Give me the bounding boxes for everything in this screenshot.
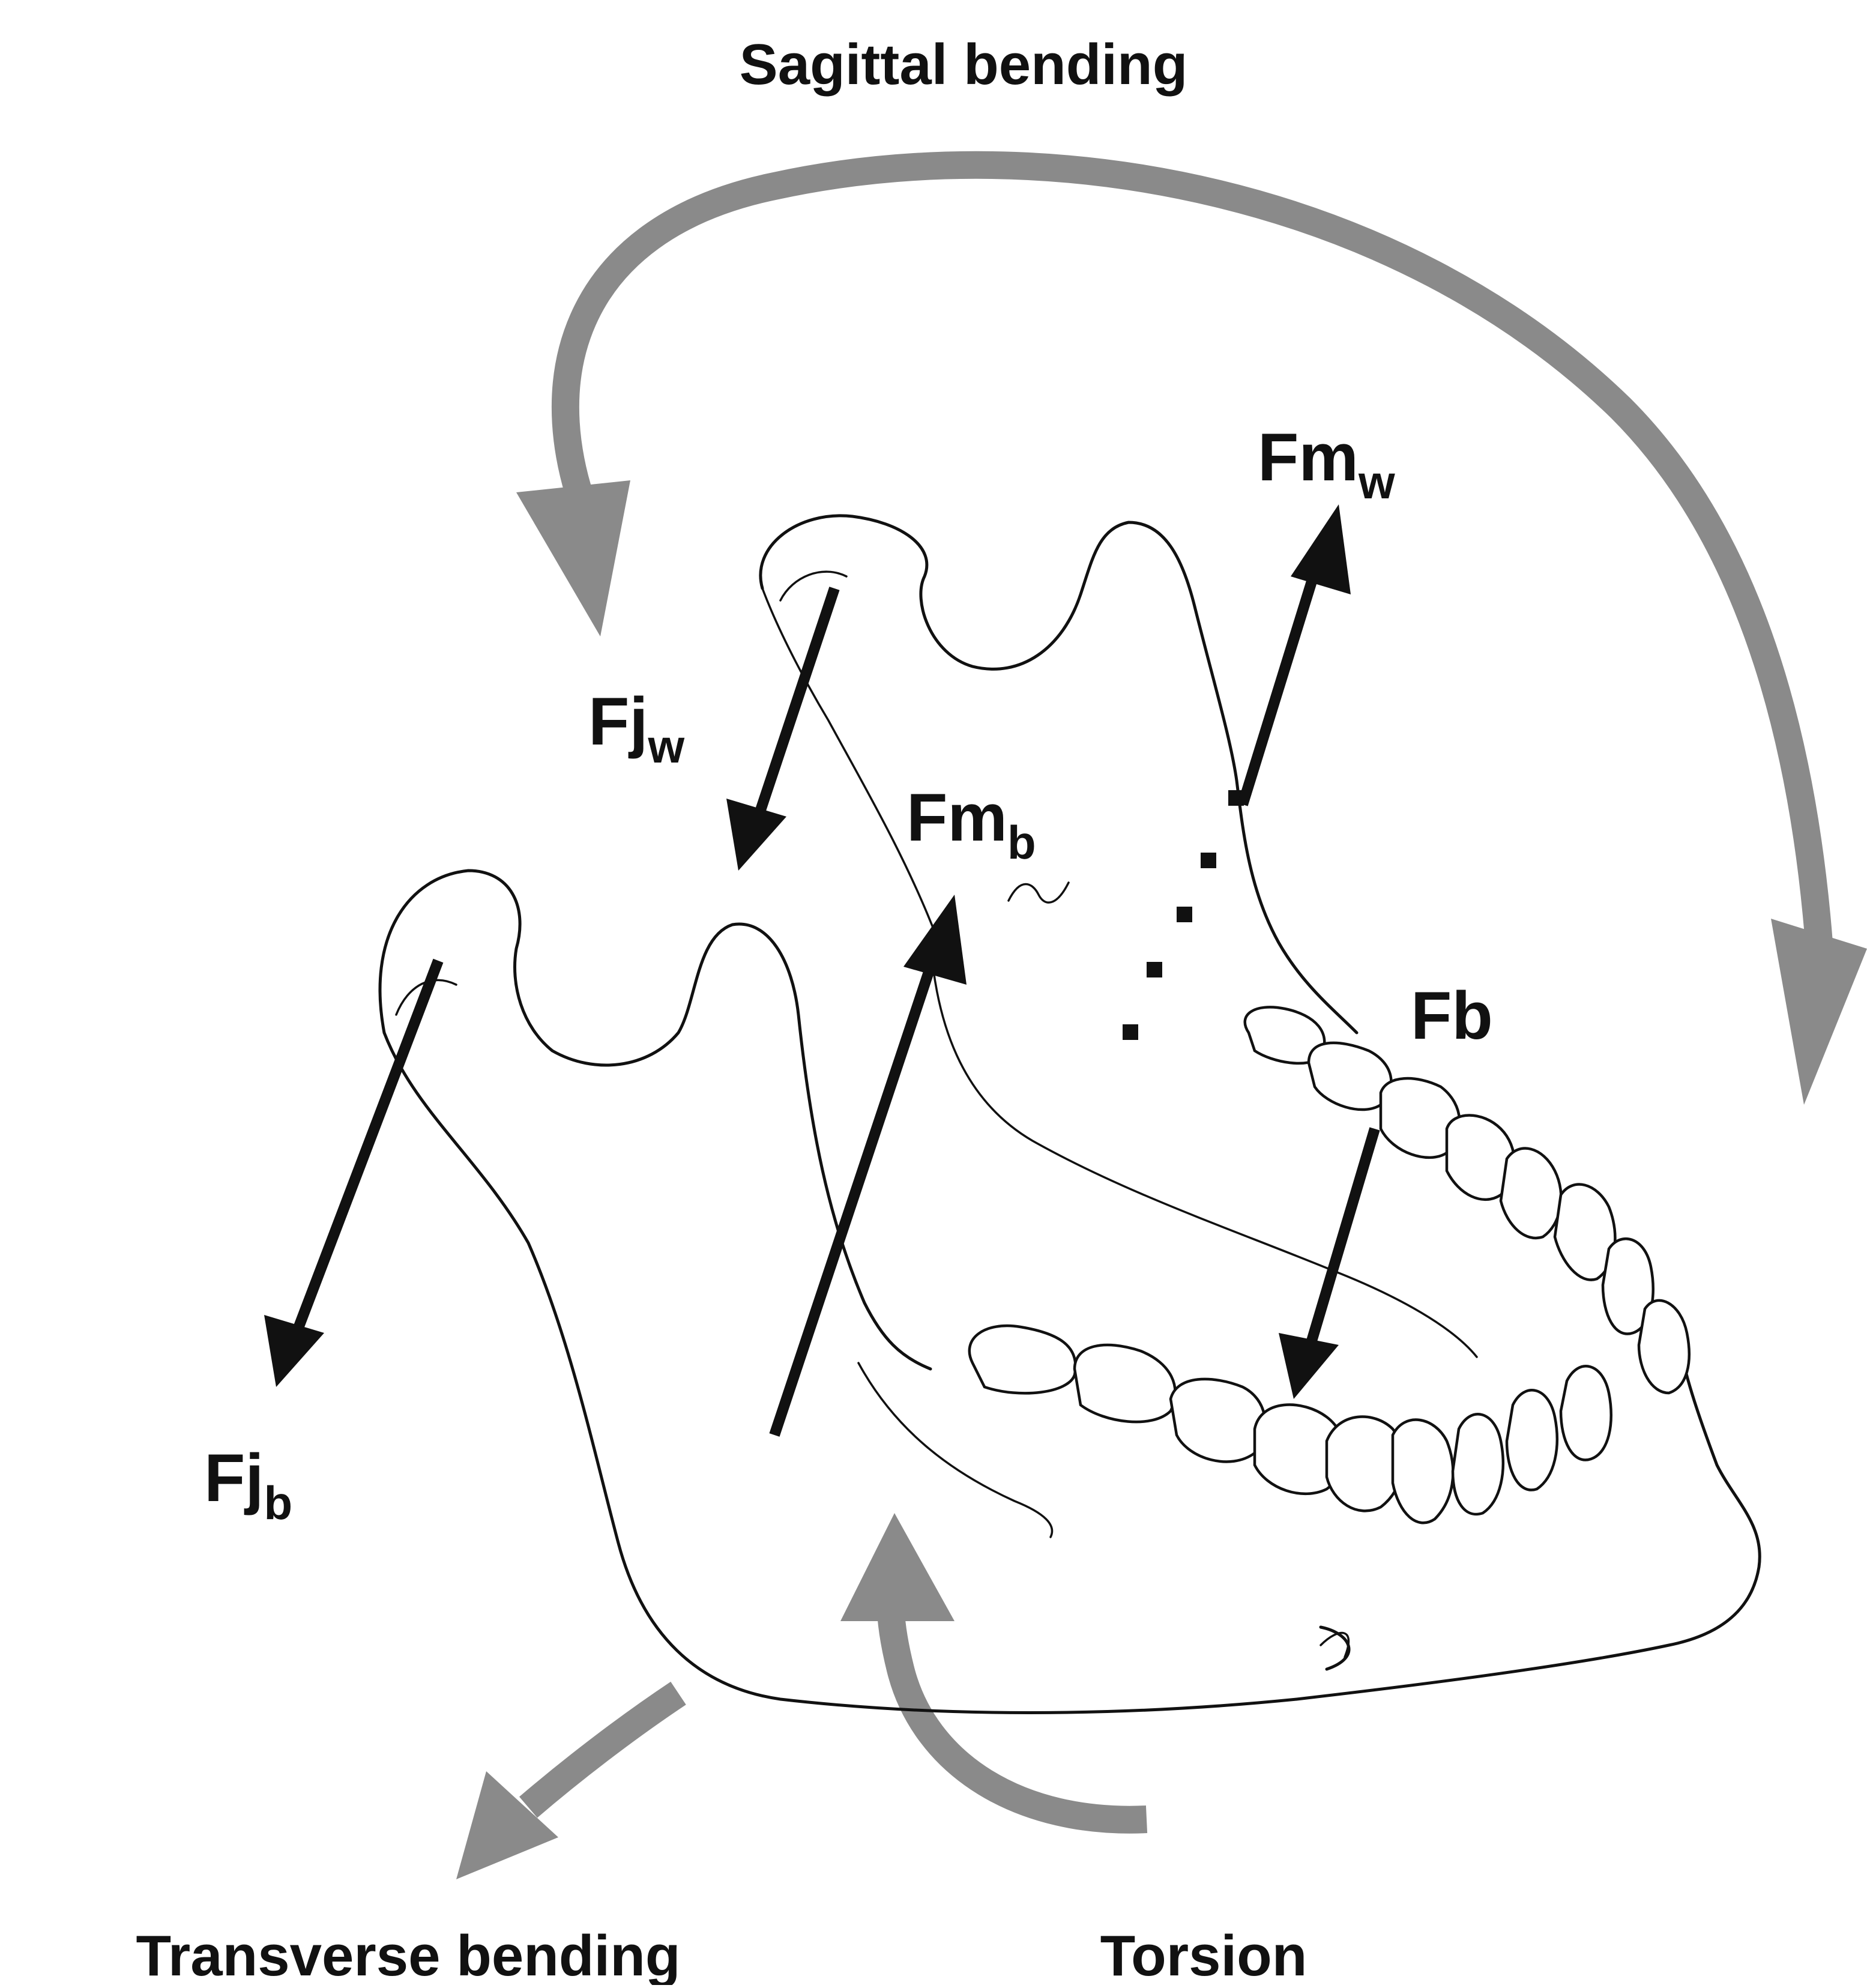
force-fj-b-arrow	[264, 961, 438, 1387]
sagittal-bending-arrow	[516, 165, 1867, 1105]
force-fm-w-arrow	[1243, 504, 1351, 805]
force-fm-b-arrow	[774, 895, 967, 1435]
fj-w-sub: w	[648, 720, 685, 773]
fb-label: Fb	[1411, 978, 1493, 1053]
mandible-outline	[380, 516, 1760, 1713]
transverse-bending-label: Transverse bending	[136, 1924, 681, 1985]
fm-w-sub: w	[1358, 456, 1395, 509]
fj-b-label: Fjb	[204, 1440, 292, 1529]
torsion-arrow	[840, 1513, 1147, 1820]
fm-w-label: Fmw	[1258, 420, 1395, 509]
fm-b-label: Fmb	[906, 780, 1036, 869]
force-fb-arrow	[1279, 1129, 1375, 1399]
fm-b-sub: b	[1007, 816, 1036, 869]
tilde-mark	[1009, 883, 1069, 902]
fj-b-main: Fj	[204, 1440, 264, 1515]
torsion-label: Torsion	[1100, 1924, 1308, 1985]
transverse-bending-arrow	[456, 1693, 678, 1879]
fj-b-sub: b	[264, 1476, 293, 1529]
muscle-line-dots	[1123, 790, 1244, 1040]
sagittal-bending-label: Sagittal bending	[740, 32, 1188, 97]
fm-w-main: Fm	[1258, 420, 1359, 495]
fj-w-label: Fjw	[588, 684, 685, 773]
fm-b-main: Fm	[906, 780, 1007, 855]
fj-w-main: Fj	[588, 684, 648, 759]
